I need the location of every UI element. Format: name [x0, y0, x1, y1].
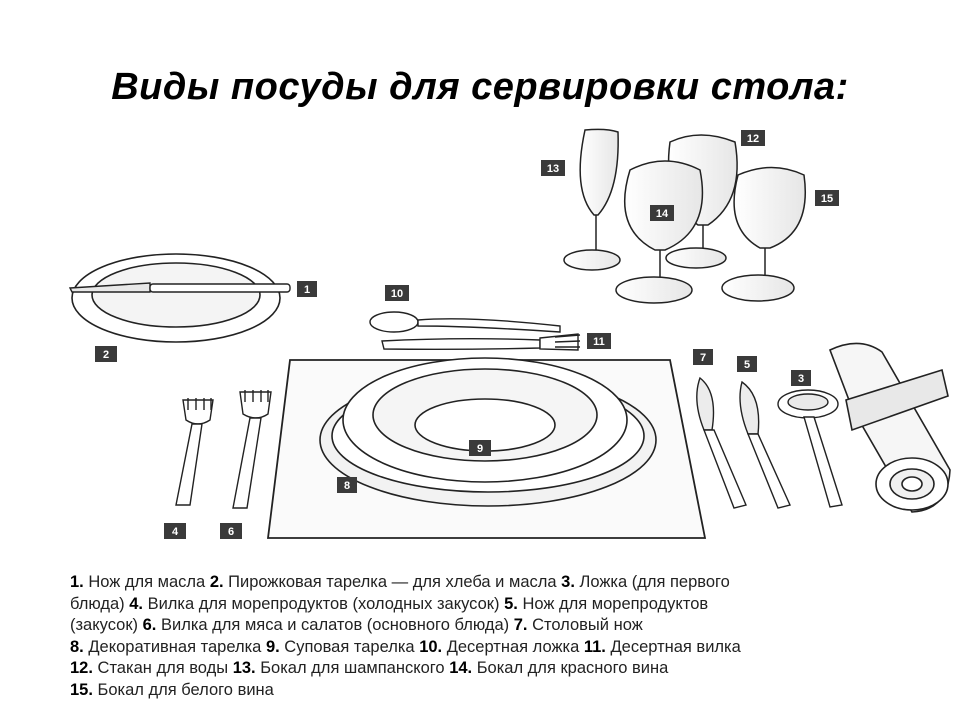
white-wine-glass — [721, 166, 806, 302]
svg-text:15: 15 — [821, 193, 833, 205]
soup-plate — [342, 357, 628, 483]
svg-text:4: 4 — [172, 526, 179, 538]
champagne-glass — [563, 128, 621, 271]
legend-number: 10. — [419, 637, 443, 656]
svg-text:9: 9 — [477, 443, 483, 455]
legend-text: Вилка для мяса и салатов (основного блюд… — [156, 616, 514, 634]
legend-number: 1. — [70, 573, 84, 591]
page-title: Виды посуды для сервировки стола: — [111, 66, 849, 108]
legend-number: 11. — [583, 637, 606, 656]
svg-text:6: 6 — [228, 526, 234, 538]
table-knife — [696, 376, 747, 509]
label-6: 6 — [220, 523, 242, 539]
legend-number: 5. — [504, 594, 518, 613]
legend-number: 2. — [209, 573, 224, 591]
legend-text: Ложка (для первого — [574, 573, 730, 591]
label-13: 13 — [541, 160, 565, 176]
legend-line: блюда) 4. Вилка для морепродуктов (холод… — [70, 594, 950, 616]
svg-text:8: 8 — [344, 480, 350, 492]
legend-text: Вилка для морепродуктов (холодных закусо… — [143, 594, 505, 613]
svg-text:13: 13 — [547, 163, 559, 175]
legend-text: Нож для масла — [83, 573, 210, 591]
legend-number: 7. — [513, 616, 528, 634]
dessert-spoon — [369, 311, 561, 333]
legend: 1. Нож для масла 2. Пирожковая тарелка —… — [70, 572, 950, 701]
svg-text:12: 12 — [747, 133, 759, 145]
legend-number: 6. — [142, 616, 157, 634]
dessert-fork — [381, 333, 581, 351]
legend-number: 14. — [449, 659, 473, 677]
legend-text: Пирожковая тарелка — для хлеба и масла — [223, 573, 562, 591]
legend-text: (закусок) — [70, 616, 143, 634]
label-1: 1 — [297, 281, 317, 297]
legend-number: 8. — [70, 637, 84, 656]
label-5: 5 — [737, 356, 757, 372]
legend-number: 13. — [232, 659, 256, 677]
legend-text: Нож для морепродуктов — [517, 594, 709, 613]
legend-text: Столовый нож — [527, 616, 643, 634]
legend-line: 15. Бокал для белого вина — [70, 680, 950, 702]
label-11: 11 — [587, 333, 611, 349]
label-10: 10 — [385, 285, 409, 301]
label-15: 15 — [815, 190, 839, 206]
legend-text: Бокал для белого вина — [92, 680, 274, 699]
legend-text: Суповая тарелка — [279, 637, 420, 656]
legend-text: блюда) — [70, 594, 130, 613]
label-2: 2 — [95, 346, 117, 362]
legend-number: 15. — [70, 680, 93, 699]
legend-number: 12. — [70, 659, 93, 677]
label-8: 8 — [337, 477, 357, 493]
label-4: 4 — [164, 523, 186, 539]
legend-line: 8. Декоративная тарелка 9. Суповая тарел… — [70, 637, 950, 659]
svg-text:7: 7 — [700, 352, 706, 364]
napkin — [828, 342, 951, 513]
svg-text:3: 3 — [798, 373, 804, 385]
legend-text: Декоративная тарелка — [83, 637, 266, 656]
red-wine-glass — [615, 160, 704, 304]
legend-text: Десертная ложка — [442, 637, 584, 656]
legend-line: (закусок) 6. Вилка для мяса и салатов (о… — [70, 615, 950, 637]
legend-text: Бокал для шампанского — [255, 659, 450, 677]
legend-text: Стакан для воды — [92, 659, 233, 677]
legend-number: 9. — [265, 637, 280, 656]
svg-text:14: 14 — [656, 208, 669, 220]
label-14: 14 — [650, 205, 674, 221]
soup-spoon — [777, 389, 843, 508]
svg-text:1: 1 — [304, 284, 310, 296]
legend-line: 1. Нож для масла 2. Пирожковая тарелка —… — [70, 572, 950, 594]
label-12: 12 — [741, 130, 765, 146]
svg-text:5: 5 — [744, 359, 750, 371]
legend-line: 12. Стакан для воды 13. Бокал для шампан… — [70, 658, 950, 680]
svg-text:2: 2 — [103, 349, 109, 361]
butter-knife — [68, 282, 291, 293]
label-9: 9 — [469, 440, 491, 456]
legend-number: 3. — [561, 573, 575, 591]
seafood-knife — [739, 380, 791, 509]
seafood-fork — [175, 398, 214, 506]
legend-number: 4. — [129, 594, 143, 613]
svg-text:10: 10 — [391, 288, 403, 300]
legend-text: Десертная вилка — [605, 637, 741, 656]
main-fork — [232, 390, 272, 509]
label-3: 3 — [791, 370, 811, 386]
legend-text: Бокал для красного вина — [472, 659, 669, 677]
svg-text:11: 11 — [593, 336, 605, 348]
bread-plate — [71, 253, 281, 343]
label-7: 7 — [693, 349, 713, 365]
